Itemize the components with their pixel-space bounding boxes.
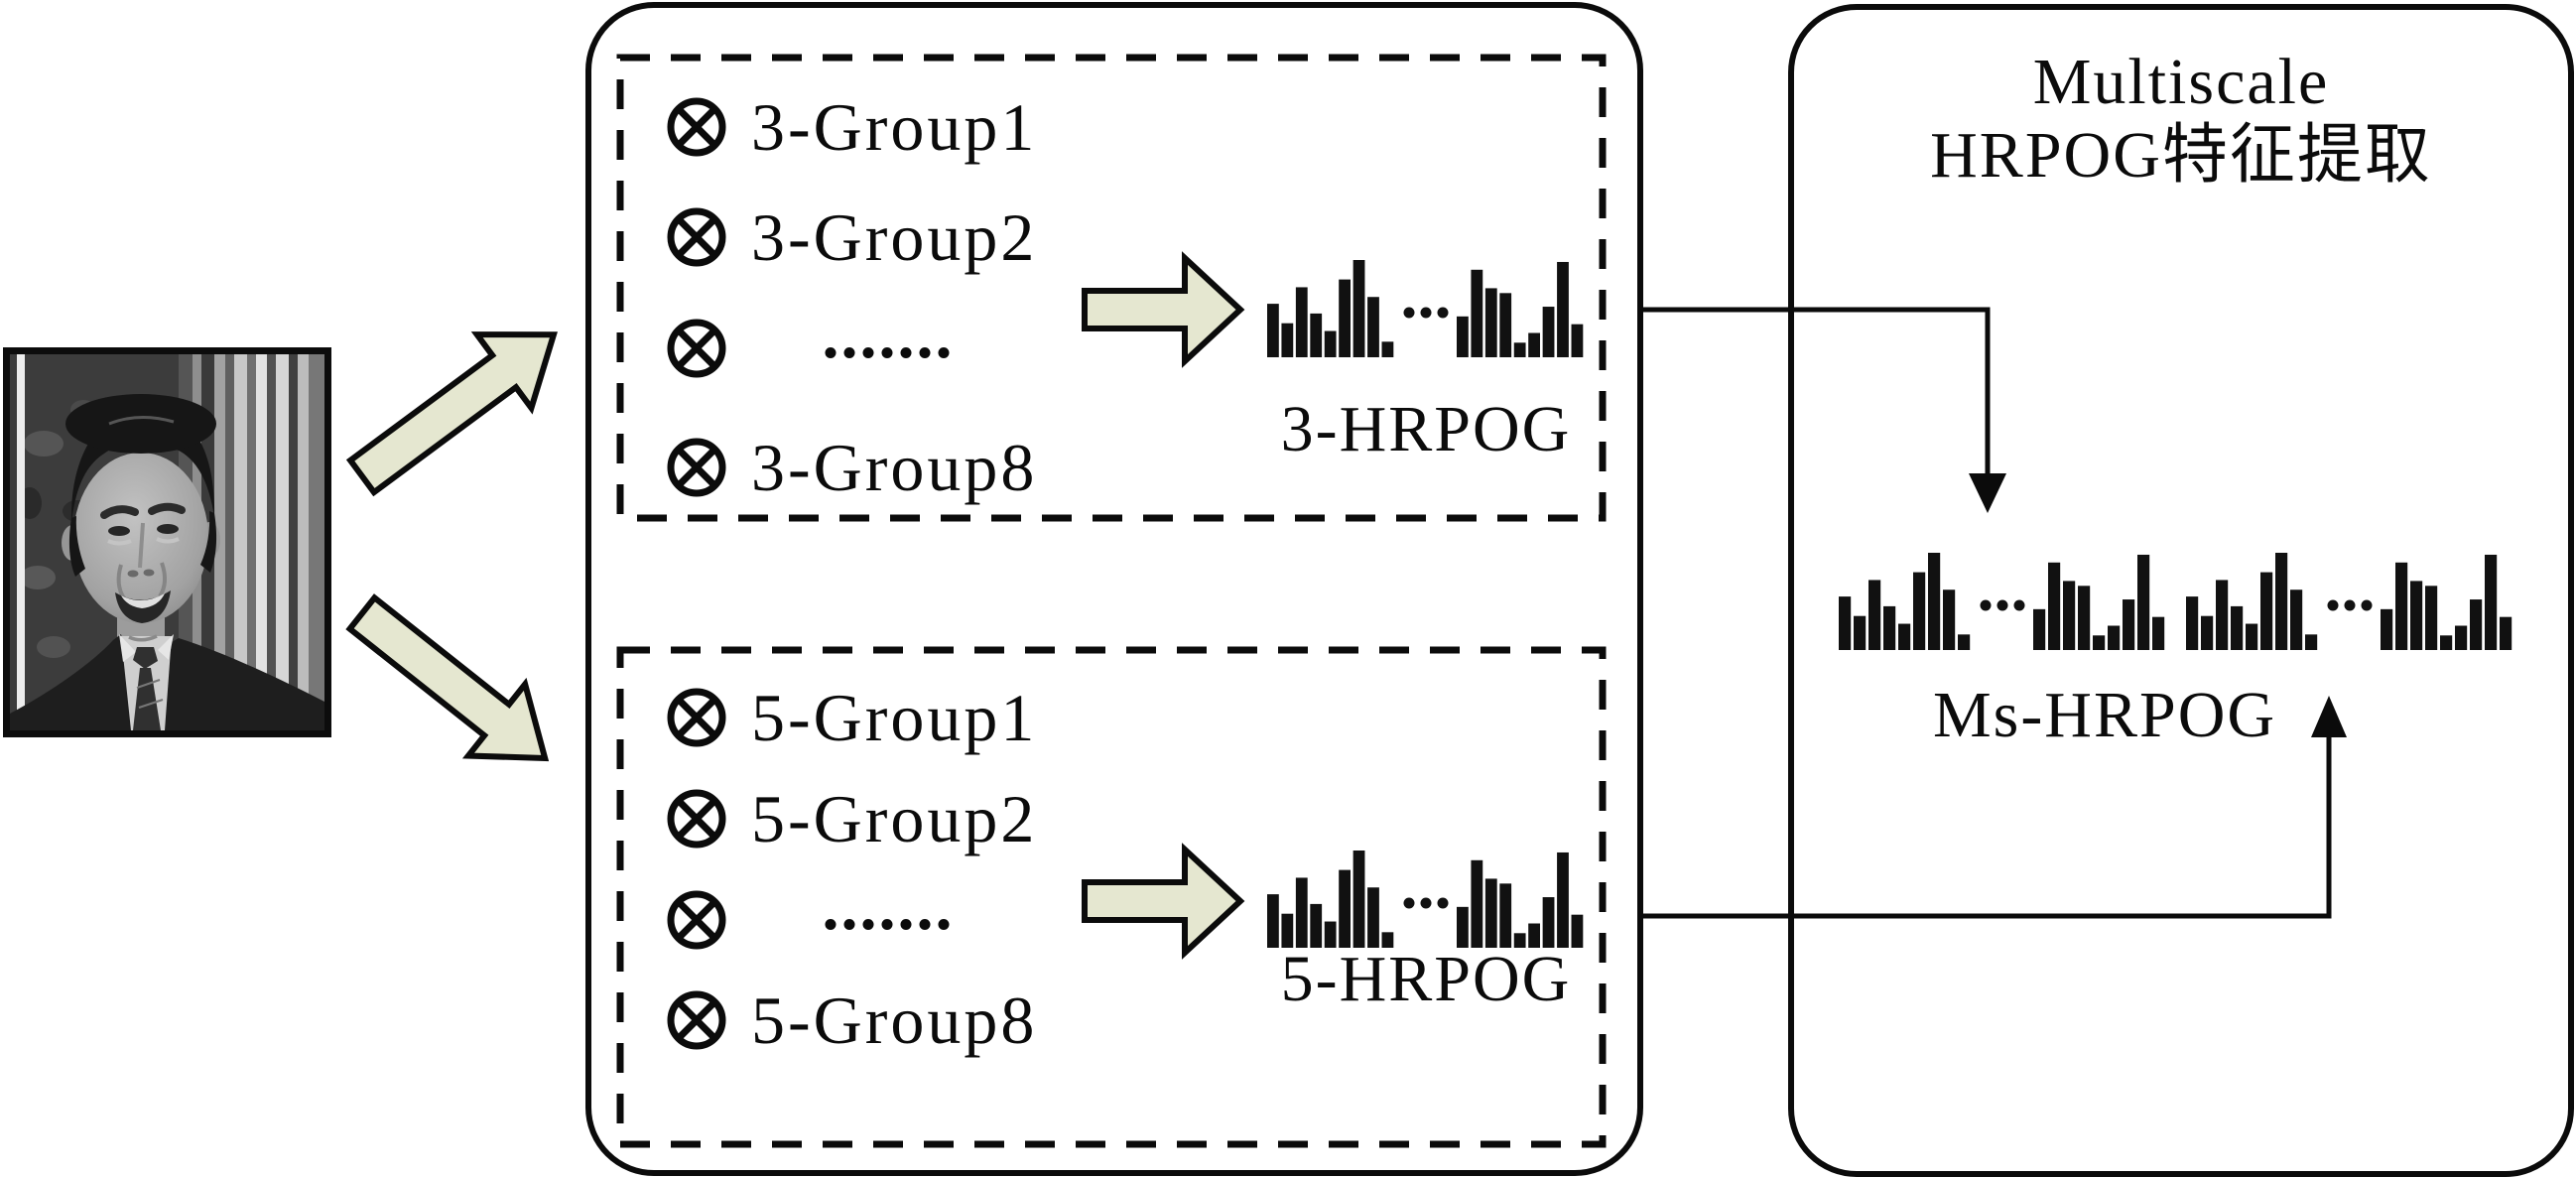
arrowhead-down-icon: [1969, 473, 2006, 513]
arrowhead-up-icon: [2311, 696, 2347, 737]
group-item-5-1: 5-Group1: [667, 680, 1038, 755]
group-item-label: 3-Group2: [751, 199, 1038, 275]
group-item-label: 5-Group2: [751, 781, 1038, 856]
group-item-3-1: 3-Group1: [667, 89, 1038, 165]
arrow-scale5-to-hist: [1082, 843, 1245, 960]
otimes-icon: [667, 688, 726, 747]
otimes-icon: [667, 97, 726, 157]
connector-3hrpog-to-ms: [1640, 307, 2006, 513]
multiscale-panel: [1788, 4, 2574, 1177]
group-item-3-2: 3-Group2: [667, 199, 1038, 275]
otimes-icon: [667, 319, 726, 378]
group-item-label: 3-Group1: [751, 89, 1038, 165]
multiscale-panel-title: Multiscale HRPOG特征提取: [1791, 46, 2571, 193]
group-item-label: 3-Group8: [751, 430, 1038, 505]
group-item-5-8: 5-Group8: [667, 982, 1038, 1058]
face-photo-image: [10, 354, 324, 730]
otimes-icon: [667, 990, 726, 1050]
grouping-panel: [585, 2, 1643, 1176]
arrow-face-to-scale3: [345, 331, 558, 497]
group-item-5-2: 5-Group2: [667, 781, 1038, 856]
arrow-face-to-scale5: [345, 593, 550, 762]
ms-hrpog-label: Ms-HRPOG: [1932, 679, 2277, 751]
group-item-3-8: 3-Group8: [667, 430, 1038, 505]
ellipsis-label: .......: [822, 297, 955, 372]
hist-5hrpog: [1267, 851, 1584, 948]
group-item-5-ellipsis: .......: [667, 872, 1050, 953]
hist5-label: 5-HRPOG: [1280, 943, 1572, 1015]
ellipsis-label: .......: [822, 868, 955, 944]
hist3-label: 3-HRPOG: [1280, 393, 1572, 465]
title-line1: Multiscale: [2032, 46, 2330, 118]
arrow-scale3-to-hist: [1082, 251, 1245, 368]
group-item-3-ellipsis: .......: [667, 301, 1050, 381]
group-item-label: 5-Group8: [751, 982, 1038, 1058]
face-photo: [3, 347, 331, 737]
hist-3hrpog: [1267, 260, 1584, 357]
otimes-icon: [667, 207, 726, 267]
hist-ms-hrpog: [1839, 553, 2512, 650]
connector-5hrpog-to-ms: [1640, 696, 2347, 919]
otimes-icon: [667, 438, 726, 497]
scale3-dashed-box: [616, 54, 1607, 522]
otimes-icon: [667, 890, 726, 950]
group-item-label: 5-Group1: [751, 680, 1038, 755]
scale5-dashed-box: [616, 646, 1607, 1148]
title-line2: HRPOG特征提取: [1930, 119, 2432, 192]
otimes-icon: [667, 789, 726, 849]
